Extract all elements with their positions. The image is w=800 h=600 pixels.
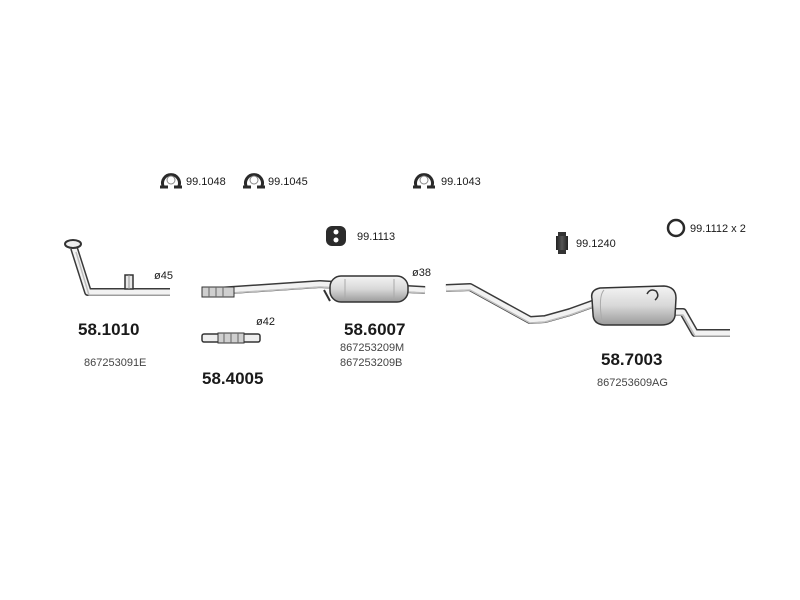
clamp-icon xyxy=(413,173,435,189)
clamp-part-number: 99.1048 xyxy=(186,176,226,188)
rubber-mount-part-number: 99.1113 xyxy=(357,231,395,243)
clamp-1: 99.1048 xyxy=(160,173,226,189)
front-pipe: ø45 58.1010 867253091E xyxy=(64,239,173,369)
rear-silencer: 58.7003 867253609AG xyxy=(445,283,730,389)
rear-silencer-oe-number: 867253609AG xyxy=(597,377,668,389)
clamp-2: 99.1045 xyxy=(243,173,308,189)
middle-silencer-oe-number-1: 867253209M xyxy=(340,342,404,354)
clamp-part-number: 99.1045 xyxy=(268,176,308,188)
front-pipe-oe-number: 867253091E xyxy=(84,357,146,369)
block-mount-part-number: 99.1240 xyxy=(576,238,616,250)
rubber-mount-icon xyxy=(326,226,346,246)
ring-mount: 99.1112 x 2 xyxy=(666,218,746,238)
clamp-part-number: 99.1043 xyxy=(441,176,481,188)
front-pipe-diameter: ø45 xyxy=(154,270,173,282)
ring-icon xyxy=(666,218,686,238)
connector-pipe: ø42 58.4005 xyxy=(201,316,275,388)
clamp-icon xyxy=(243,173,265,189)
connector-diameter: ø42 xyxy=(256,316,275,328)
rear-silencer-part-number: 58.7003 xyxy=(601,350,662,369)
clamp-icon xyxy=(160,173,182,189)
middle-silencer-oe-number-2: 867253209B xyxy=(340,357,402,369)
front-pipe-part-number: 58.1010 xyxy=(78,320,139,339)
front-pipe-drawing xyxy=(64,239,170,296)
middle-silencer-diameter: ø38 xyxy=(412,267,431,279)
connector-part-number: 58.4005 xyxy=(202,369,263,388)
connector-drawing xyxy=(201,332,261,344)
clamp-3: 99.1043 xyxy=(413,173,481,189)
middle-silencer-drawing xyxy=(201,275,426,303)
block-mount-icon xyxy=(556,232,568,254)
ring-part-number: 99.1112 x 2 xyxy=(690,223,746,235)
block-mount: 99.1240 xyxy=(556,232,616,254)
rear-silencer-drawing xyxy=(445,283,730,337)
middle-silencer: ø38 58.6007 867253209M 867253209B xyxy=(201,267,431,369)
rubber-mount: 99.1113 xyxy=(326,226,395,246)
middle-silencer-part-number: 58.6007 xyxy=(344,320,405,339)
